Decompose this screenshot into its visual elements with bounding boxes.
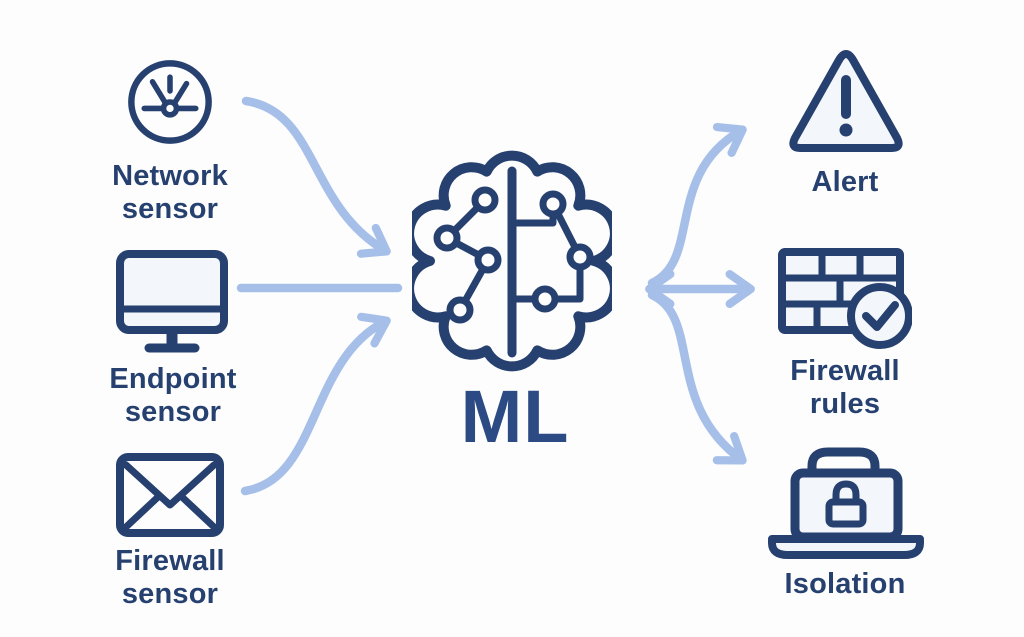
- envelope-icon: [116, 453, 224, 537]
- firewall-sensor-label: Firewall sensor: [70, 545, 270, 611]
- locked-laptop-icon: [768, 447, 924, 559]
- warning-triangle-icon: [789, 50, 903, 152]
- endpoint-sensor-label: Endpoint sensor: [73, 363, 273, 429]
- label-line: sensor: [121, 578, 219, 610]
- isolation-label: Isolation: [745, 568, 945, 601]
- label-line: Firewall: [790, 355, 900, 387]
- ml-label: ML: [460, 375, 570, 458]
- label-line: Endpoint: [109, 363, 237, 395]
- label-line: Network: [112, 160, 228, 192]
- alert-label: Alert: [745, 166, 945, 199]
- arrow-ml-to-alert: [647, 122, 747, 288]
- monitor-icon: [116, 250, 228, 353]
- brain-circuit-icon: [412, 150, 612, 372]
- label-line: sensor: [121, 193, 219, 225]
- network-node-icon: [128, 60, 212, 144]
- network-sensor-label: Network sensor: [70, 160, 270, 226]
- brick-wall-check-icon: [778, 248, 912, 349]
- label-line: rules: [809, 388, 881, 420]
- label-line: Isolation: [784, 568, 906, 600]
- arrow-ml-to-isolation: [647, 290, 747, 465]
- label-line: sensor: [124, 396, 222, 428]
- firewall-rules-label: Firewall rules: [745, 355, 945, 421]
- label-line: Alert: [811, 166, 879, 198]
- label-line: Firewall: [115, 545, 225, 577]
